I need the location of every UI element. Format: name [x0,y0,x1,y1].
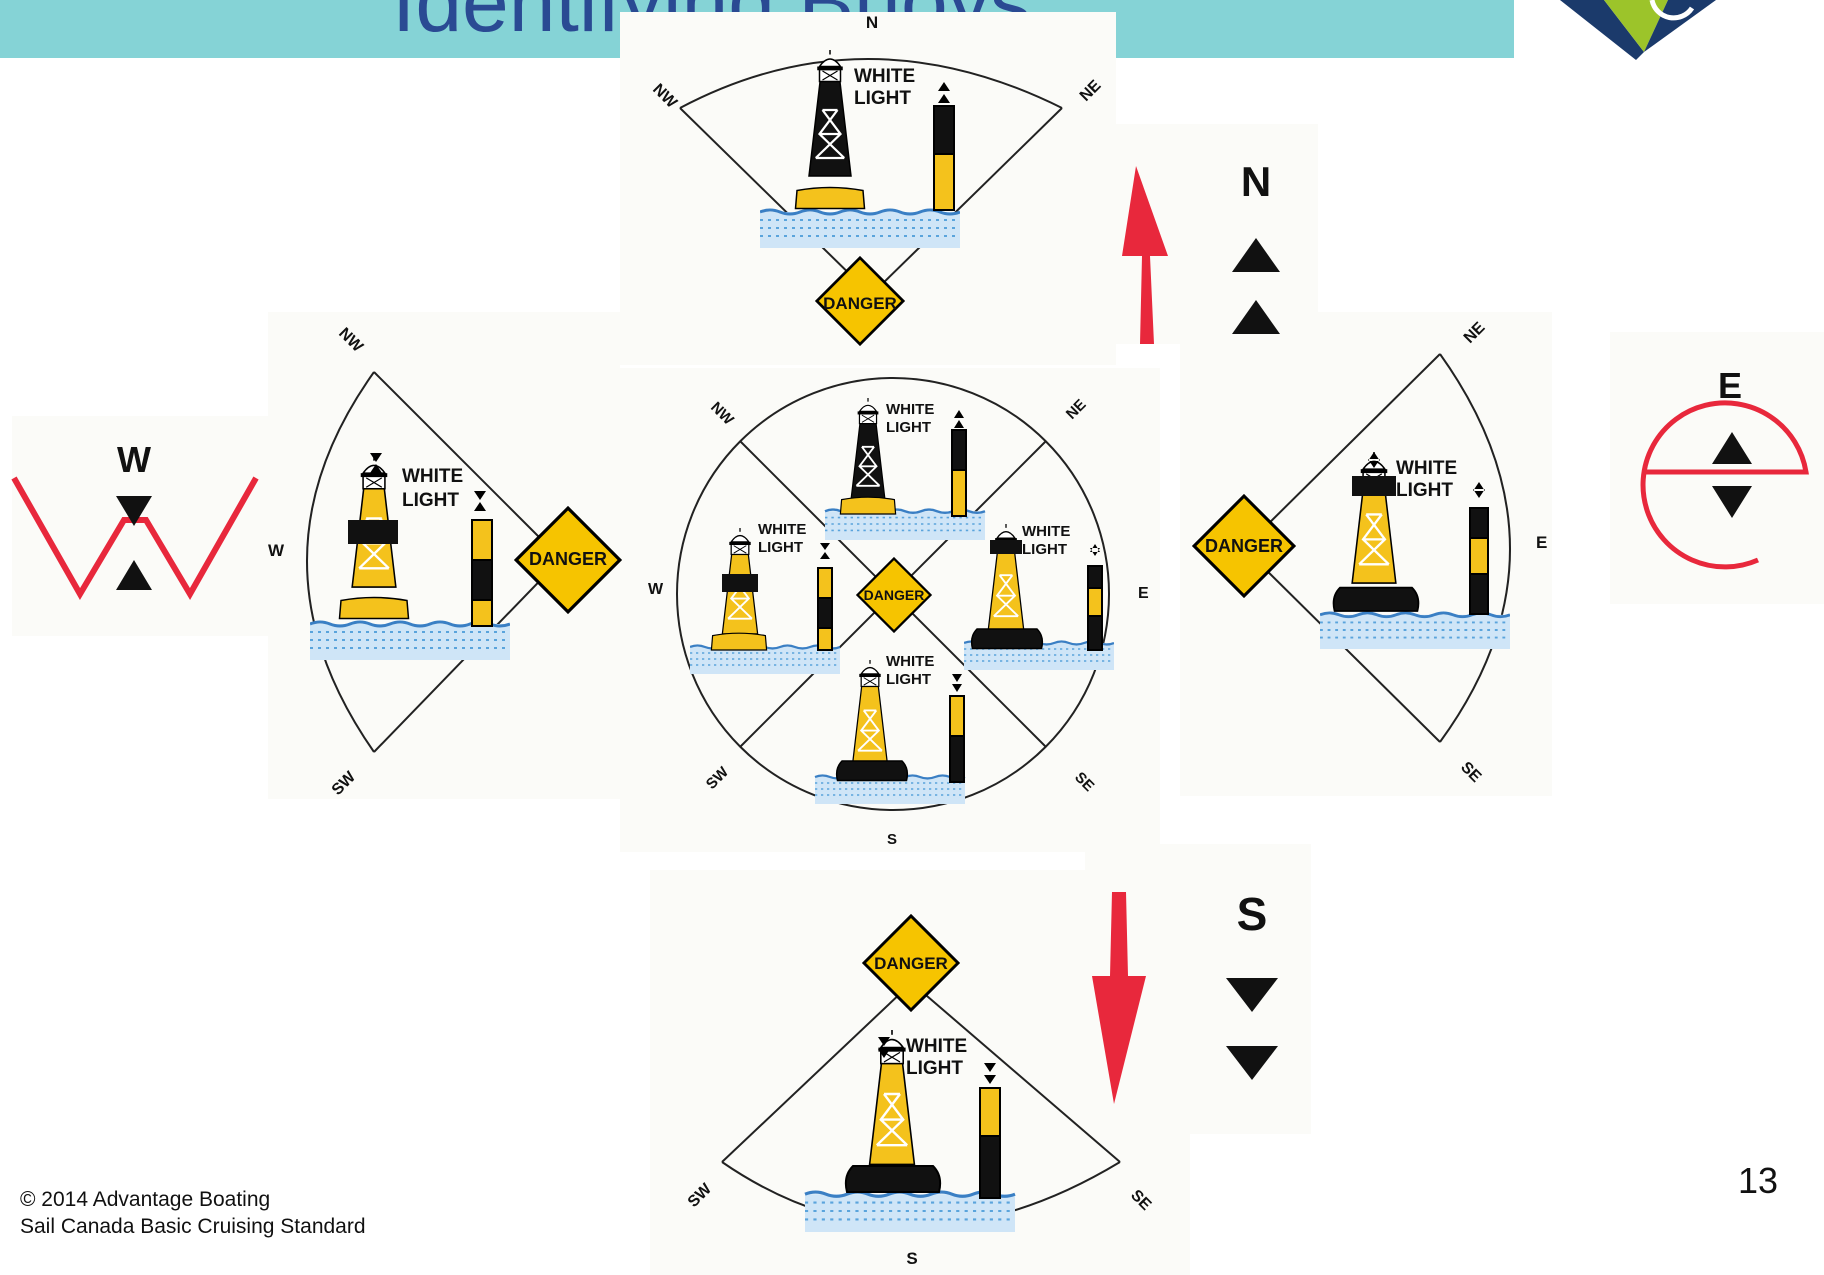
center-north-buoy-base [839,496,897,515]
e-shape-icon [1640,400,1809,570]
compass-label-nw-center: NW [707,399,737,429]
white-light-label-ce-1: WHITE [1022,523,1070,540]
compass-label-s-center: S [887,831,897,848]
danger-label-east: DANGER [1205,536,1283,556]
east-buoy-tower [1350,452,1398,585]
triangle-down-icon [1226,978,1278,1012]
north-spar-bottom [933,153,955,211]
south-spar-bottom [979,1135,1001,1199]
center-compass: NW NE W E SW SE S WHITE LIGHT WHITE LIGH… [648,377,1149,848]
west-buoy-base [338,596,410,620]
center-north-buoy-tower [849,398,887,502]
west-quadrant: NW W SW WHITE LIGHT DANGER [268,325,622,799]
north-buoy-tower [807,50,853,178]
center-west-buoy-base [710,632,768,651]
compass-label-se-center: SE [1071,769,1097,795]
north-legend-letter: N [1241,158,1271,205]
compass-label-sw-south: SW [685,1180,716,1211]
east-legend: E [1640,365,1809,570]
east-spar-middle [1469,537,1489,575]
west-spar-middle [471,559,493,601]
south-arrow-icon [1092,892,1146,1104]
white-light-label-cw-2: LIGHT [758,539,803,556]
north-quadrant: N NW NE WHITE LIGHT DANGER [649,13,1105,346]
triangle-down-icon [1226,1046,1278,1080]
compass-label-ne-north: NE [1077,77,1105,105]
compass-label-s-south: S [906,1249,917,1268]
east-spar-top [1469,507,1489,539]
copyright-line: © 2014 Advantage Boating [20,1188,271,1211]
east-buoy-base [1332,586,1420,613]
east-quadrant: NE E SE WHITE LIGHT DANGER [1192,319,1547,786]
white-light-label-cs-1: WHITE [886,653,934,670]
compass-label-n-north: N [866,13,878,32]
organization-logo [1560,0,1716,60]
white-light-label-east-2: LIGHT [1396,480,1453,501]
compass-label-e-east: E [1536,533,1547,552]
triangle-up-icon [1232,238,1280,272]
center-south-buoy-base [835,760,909,782]
west-legend: W [11,439,259,600]
triangle-up-icon [116,560,152,590]
footer: © 2014 Advantage Boating Sail Canada Bas… [20,1186,366,1240]
north-arrow-icon [1122,166,1168,344]
north-buoy-base [794,186,866,210]
triangle-up-icon [1232,300,1280,334]
compass-label-w-center: W [648,581,664,598]
white-light-label-cn-2: LIGHT [886,419,931,436]
compass-label-nw-west: NW [335,325,367,357]
white-light-label-west-1: WHITE [402,466,463,487]
south-spar-top [979,1087,1001,1137]
north-spar-top [933,105,955,155]
white-light-label-east-1: WHITE [1396,458,1457,479]
compass-label-w-west: W [268,541,285,560]
compass-label-ne-east: NE [1461,319,1489,347]
water-north [760,208,960,248]
compass-label-sw-center: SW [703,763,733,793]
page-number: 13 [1738,1160,1779,1201]
compass-label-se-south: SE [1127,1187,1154,1214]
water-east [1320,611,1510,650]
triangle-down-icon [1712,486,1752,518]
south-legend: S [1092,888,1278,1104]
danger-label-center: DANGER [864,587,925,603]
white-light-label-north-1: WHITE [854,66,915,87]
white-light-label-west-2: LIGHT [402,490,459,511]
danger-label-west: DANGER [529,549,607,569]
triangle-up-icon [1712,432,1752,464]
white-light-label-south-2: LIGHT [906,1058,963,1079]
west-spar-bottom [471,599,493,627]
danger-label-north: DANGER [823,294,897,313]
white-light-label-cs-2: LIGHT [886,671,931,688]
water-west [310,620,510,660]
east-legend-letter: E [1718,365,1742,406]
east-spar-bottom [1469,573,1489,615]
triangle-down-icon [116,496,152,526]
compass-label-ne-center: NE [1063,396,1090,423]
compass-label-se-east: SE [1457,759,1484,786]
white-light-label-cw-1: WHITE [758,521,806,538]
white-light-label-south-1: WHITE [906,1036,967,1057]
south-quadrant: SW SE S WHITE LIGHT DANGER [685,914,1155,1268]
white-light-label-cn-1: WHITE [886,401,934,418]
south-buoy-base [844,1164,942,1194]
west-legend-letter: W [117,439,151,480]
center-east-buoy-base [970,628,1044,650]
compass-label-e-center: E [1138,585,1149,602]
compass-label-sw-west: SW [329,768,360,799]
danger-label-south: DANGER [874,954,948,973]
white-light-label-north-2: LIGHT [854,88,911,109]
white-light-label-ce-2: LIGHT [1022,541,1067,558]
west-spar-top [471,519,493,561]
north-legend: N [1122,158,1280,344]
south-legend-letter: S [1237,888,1268,940]
compass-label-nw-north: NW [649,81,681,113]
center-south-buoy-tower [851,660,889,768]
standard-line: Sail Canada Basic Cruising Standard [20,1215,366,1238]
